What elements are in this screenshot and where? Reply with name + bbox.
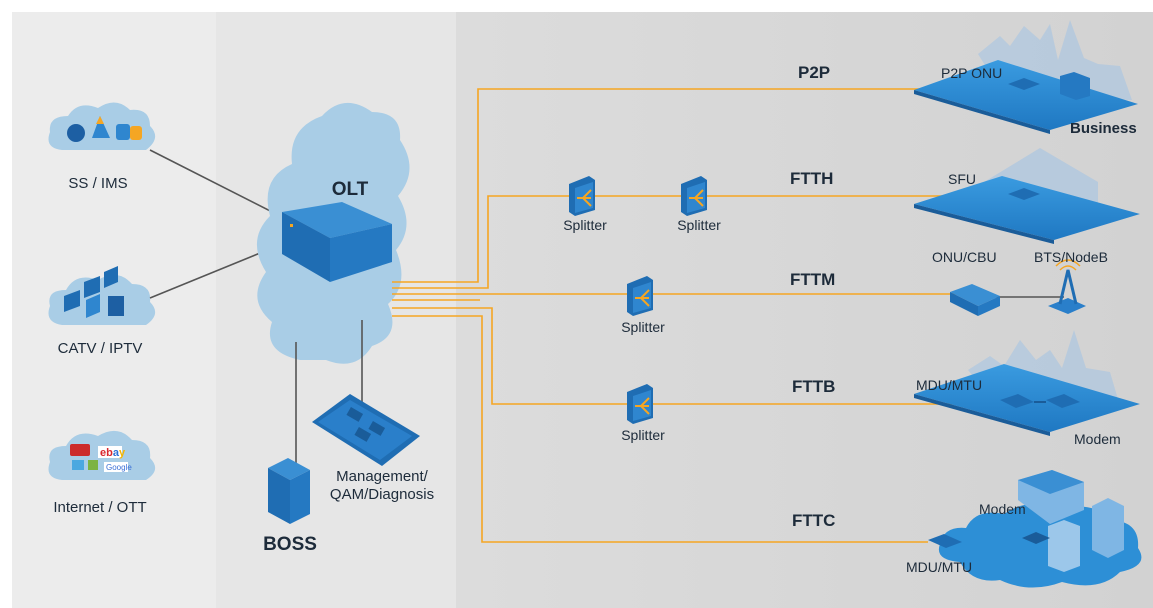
twitter-logo	[72, 460, 84, 470]
triangle-server-icon	[92, 116, 110, 138]
svg-text:ebay: ebay	[100, 447, 126, 459]
android-logo	[88, 460, 98, 470]
youtube-logo	[70, 444, 90, 456]
fiber-lines	[392, 88, 1010, 543]
link-ss-ims-olt	[149, 149, 293, 223]
fttb-modem-device	[1046, 394, 1080, 408]
splitter-label-ftth-2: Splitter	[677, 217, 721, 233]
olt-device	[282, 202, 392, 282]
fttc-label: FTTC	[792, 511, 836, 530]
fiber-ftth	[392, 195, 1005, 289]
bts-nodeb-tower	[1048, 259, 1086, 314]
fttb-modem-label: Modem	[1074, 431, 1121, 447]
business-label: Business	[1070, 120, 1137, 137]
p2p-onu-label: P2P ONU	[941, 65, 1003, 81]
fttc-mdu-mtu-label: MDU/MTU	[906, 559, 973, 575]
ebay-logo	[98, 446, 122, 458]
ss-ims-label: SS / IMS	[68, 175, 128, 192]
management-console	[312, 394, 420, 466]
boss-server	[268, 458, 310, 524]
fiber-fttc	[392, 315, 928, 543]
fttb-mdu-device	[1000, 394, 1034, 408]
internet-ott-cloud: ebay Google	[48, 430, 156, 480]
google-logo	[104, 462, 128, 472]
fttb-mdu-mtu-label: MDU/MTU	[916, 377, 983, 393]
boss-label: BOSS	[263, 534, 317, 555]
sfu-device	[1008, 188, 1040, 200]
ftth-label: FTTH	[790, 169, 834, 188]
onu-cbu-label: ONU/CBU	[932, 249, 997, 265]
olt-label: OLT	[331, 179, 369, 200]
fttm-label: FTTM	[790, 270, 836, 289]
management-label: Management/ QAM/Diagnosis	[329, 468, 435, 503]
fttc-modem-label: Modem	[979, 501, 1026, 517]
fttb-platform	[914, 330, 1140, 436]
fiber-p2p	[392, 88, 998, 283]
sfu-platform	[914, 148, 1140, 244]
p2p-onu-device	[1008, 78, 1040, 90]
internet-ott-label: Internet / OTT	[53, 499, 147, 516]
bts-nodeb-label: BTS/NodeB	[1034, 249, 1108, 265]
ss-ims-cloud	[48, 102, 156, 150]
sfu-label: SFU	[948, 171, 976, 187]
screen-icon	[64, 290, 80, 312]
database-icon	[116, 124, 130, 140]
fttc-modem-device	[1022, 532, 1050, 544]
business-platform	[914, 20, 1138, 134]
p2p-label: P2P	[798, 63, 831, 82]
splitter-label-ftth-1: Splitter	[563, 217, 607, 233]
onu-cbu-device	[950, 284, 1000, 316]
fttc-mdu-device	[928, 534, 962, 548]
settop-box-icon	[108, 296, 124, 316]
fttb-label: FTTB	[792, 377, 836, 396]
fiber-fttb	[392, 307, 1010, 405]
splitter-label-fttb: Splitter	[621, 427, 665, 443]
fttc-platform	[928, 470, 1142, 588]
catv-iptv-cloud	[48, 266, 156, 325]
catv-iptv-label: CATV / IPTV	[57, 340, 143, 357]
splitter-label-fttm: Splitter	[621, 319, 665, 335]
svg-text:Google: Google	[106, 463, 132, 472]
globe-icon	[67, 124, 85, 142]
